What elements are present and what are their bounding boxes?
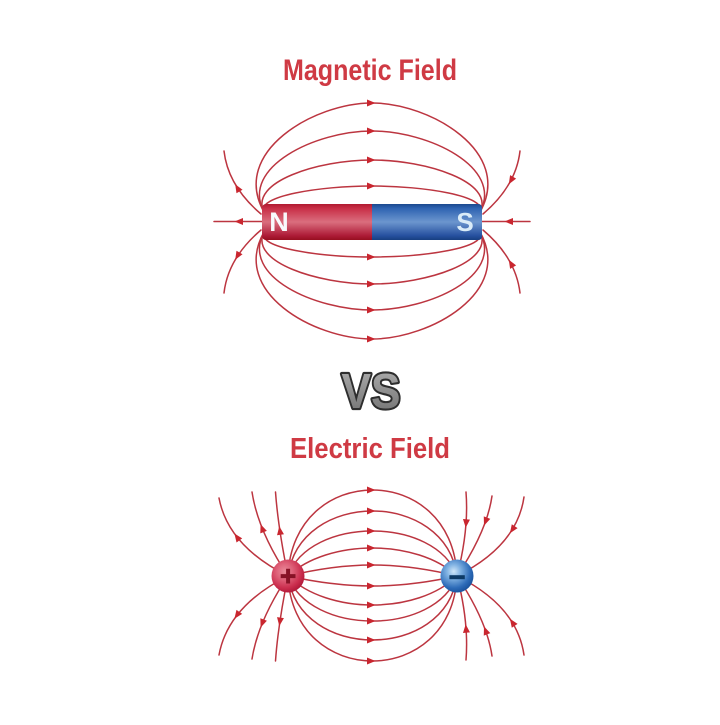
svg-text:Magnetic Field: Magnetic Field [283, 54, 457, 87]
svg-text:N: N [269, 207, 289, 237]
svg-text:Electric Field: Electric Field [290, 433, 450, 465]
svg-text:VS: VS [342, 365, 401, 419]
svg-text:S: S [456, 207, 473, 237]
svg-text:VS: VS [342, 365, 401, 419]
